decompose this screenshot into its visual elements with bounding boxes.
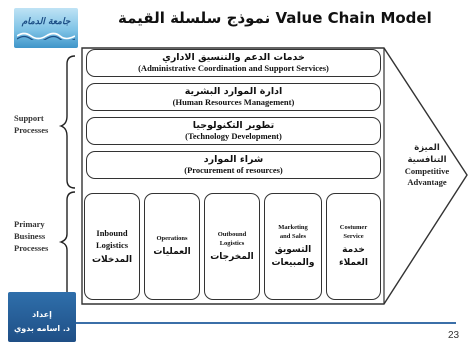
support-activity-technology: تطوير التكنولوجيا (Technology Developmen… <box>86 117 381 145</box>
author-line-2: د. اسامه بدوي <box>13 324 71 333</box>
margin-arabic-line-1: الميزة <box>414 143 440 153</box>
activity-arabic: خدمات الدعم والتنسيق الاداري <box>162 52 305 63</box>
activity-arabic: العمليات <box>153 247 191 257</box>
primary-activity-inbound-logistics: Inbound Logistics المدخلات <box>84 193 140 300</box>
activity-english-line-2: Logistics <box>219 239 245 247</box>
activity-arabic: التسويق والمبيعات <box>271 245 315 268</box>
margin-arabic-line-2: التنافسية <box>407 155 447 165</box>
activity-english-line-1: Outbound <box>217 230 247 238</box>
section-brackets <box>58 55 76 303</box>
primary-label-line-3: Processes <box>14 243 49 253</box>
activity-arabic: ادارة الموارد البشرية <box>184 86 283 97</box>
page-number: 23 <box>448 330 460 341</box>
primary-processes-label: Primary Business Processes <box>14 218 48 254</box>
support-activity-hr: ادارة الموارد البشرية (Human Resources M… <box>86 83 381 111</box>
page-title: نموذج سلسلة القيمة Value Chain Model <box>118 9 432 27</box>
author-badge: إعداد د. اسامه بدوي <box>8 292 76 342</box>
activity-english: (Procurement of resources) <box>184 165 283 175</box>
primary-activity-outbound-logistics: Outbound Logistics المخرجات <box>204 193 260 300</box>
activity-english-line-1: Costumer <box>339 224 368 231</box>
activity-english-line-2: Service <box>343 233 364 240</box>
competitive-advantage-label: الميزة التنافسية Competitive Advantage <box>399 142 455 188</box>
activity-english-line-1: Operations <box>156 235 188 242</box>
margin-english-line-1: Competitive <box>404 166 450 176</box>
activity-english: (Human Resources Management) <box>172 97 295 107</box>
primary-activity-operations: Operations العمليات <box>144 193 200 300</box>
support-label-line-2: Processes <box>14 125 49 135</box>
activity-english-line-1: Marketing <box>278 224 308 231</box>
activity-english-line-2: Logistics <box>95 239 129 250</box>
university-logo: جامعة الدمام <box>14 8 78 48</box>
author-line-1: إعداد <box>32 310 52 319</box>
logo-wave-icon <box>17 32 75 40</box>
activity-english-line-1: Inbound <box>96 227 128 238</box>
activity-english: (Administrative Coordination and Support… <box>138 63 329 73</box>
primary-label-line-1: Primary <box>14 219 45 229</box>
activity-english-line-2: and Sales <box>279 233 307 240</box>
primary-label-line-2: Business <box>14 231 46 241</box>
activity-arabic: شراء الموارد <box>203 154 264 165</box>
primary-activity-marketing-sales: Marketing and Sales التسويق والمبيعات <box>264 193 322 300</box>
primary-activity-customer-service: Costumer Service خدمة العملاء <box>326 193 381 300</box>
activity-arabic: تطوير التكنولوجيا <box>192 120 275 131</box>
support-label-line-1: Support <box>14 113 44 123</box>
activity-arabic: المخرجات <box>210 251 254 262</box>
logo-text: جامعة الدمام <box>21 16 71 27</box>
activity-english: (Technology Development) <box>185 131 282 141</box>
support-activity-administrative: خدمات الدعم والتنسيق الاداري (Administra… <box>86 49 381 77</box>
support-activity-procurement: شراء الموارد (Procurement of resources) <box>86 151 381 179</box>
margin-english-line-2: Advantage <box>407 177 447 187</box>
activity-arabic: المدخلات <box>91 254 133 265</box>
footer-divider <box>76 322 456 324</box>
activity-arabic: خدمة العملاء <box>338 245 368 268</box>
support-processes-label: Support Processes <box>14 112 48 136</box>
